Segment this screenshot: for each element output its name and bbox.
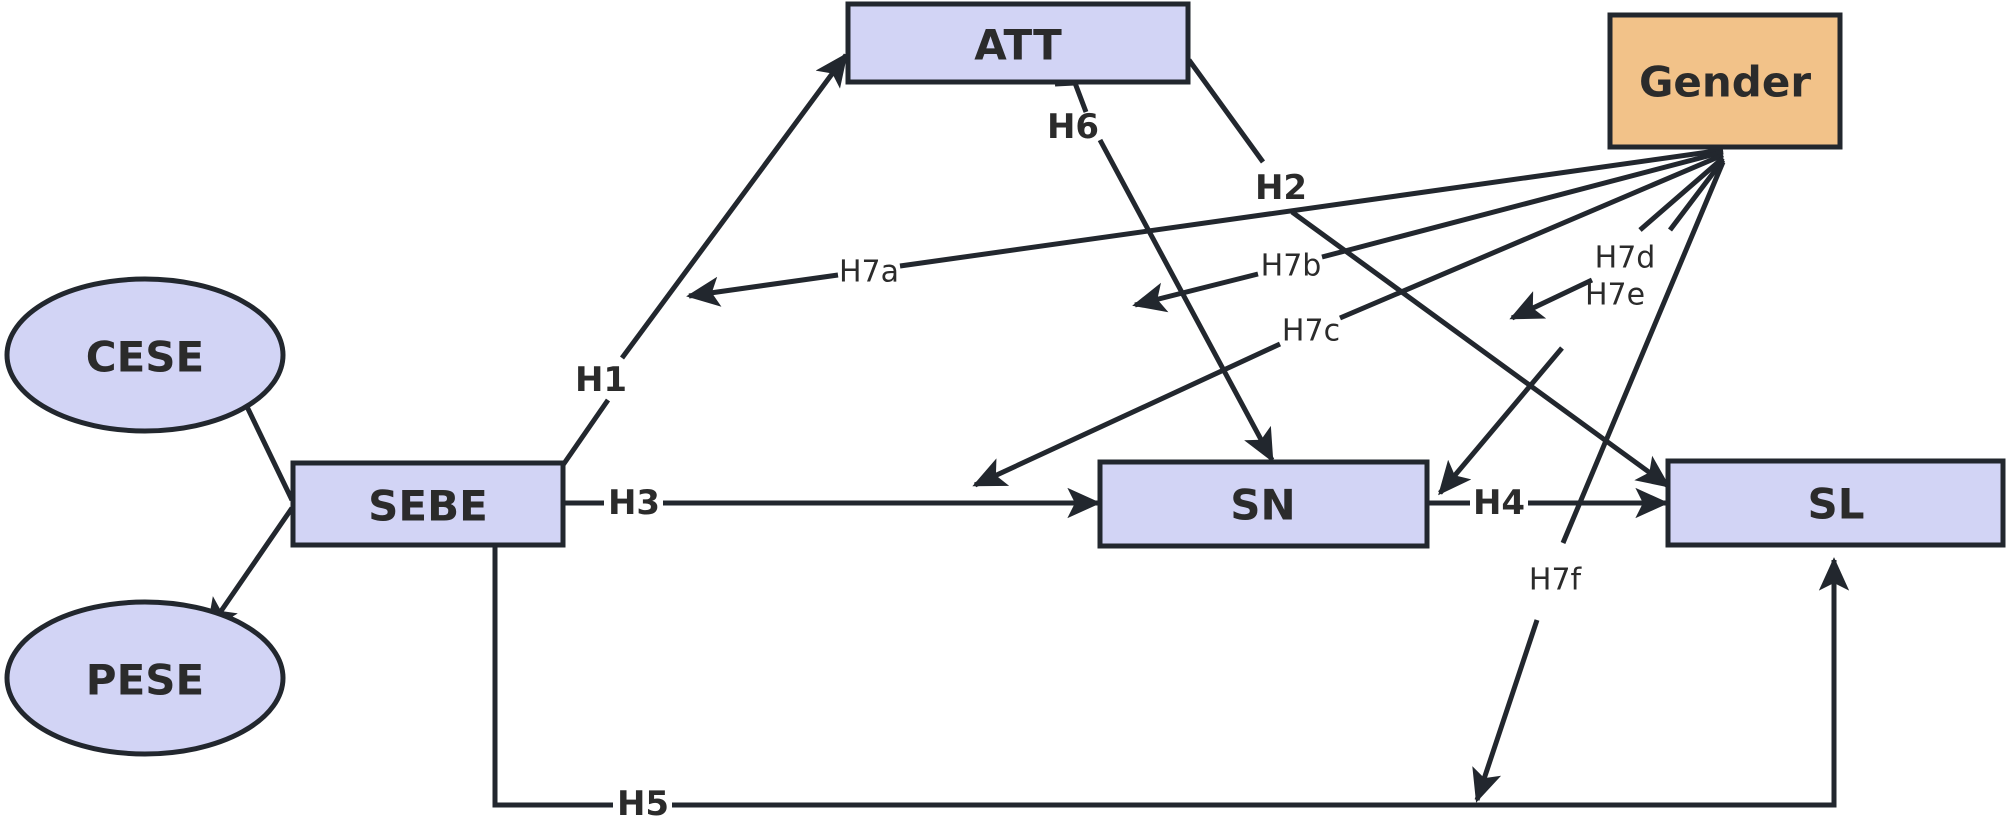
edge-h7f: H7f xyxy=(1472,161,1726,803)
edge-label-h6: H6 xyxy=(1047,107,1099,147)
edge-sebe-pese xyxy=(205,506,295,633)
node-cese-shape[interactable] xyxy=(4,276,286,434)
node-att-shape[interactable] xyxy=(845,1,1191,85)
edge-sebe-pese-line xyxy=(205,506,295,633)
edge-h7f-segment-lower xyxy=(1472,619,1540,803)
node-sl-label: SL xyxy=(1807,480,1864,529)
edge-label-h3: H3 xyxy=(608,483,660,523)
edge-h7e: H7e xyxy=(1438,158,1725,496)
node-sebe-label: SEBE xyxy=(368,482,488,531)
node-sebe[interactable]: SEBE xyxy=(290,460,566,548)
edge-h7d-segment-lower xyxy=(1509,277,1594,321)
node-att[interactable]: ATT xyxy=(845,1,1191,85)
node-sebe-shape[interactable] xyxy=(290,460,566,548)
edge-h6: H6 xyxy=(1047,80,1275,463)
edge-h7d: H7d xyxy=(1509,156,1725,321)
edge-label-h4: H4 xyxy=(1473,483,1525,523)
edge-h7b: H7b xyxy=(1132,149,1724,313)
edge-label-h7f: H7f xyxy=(1529,563,1583,598)
edge-label-h2: H2 xyxy=(1255,168,1307,208)
edge-h1-segment-upper xyxy=(619,52,849,360)
edge-h1-segment-lower xyxy=(560,398,611,467)
edge-h7e-segment-upper xyxy=(1668,158,1725,232)
edge-h7c-segment-right xyxy=(1339,152,1724,321)
node-gender-shape[interactable] xyxy=(1607,12,1843,150)
node-sn-label: SN xyxy=(1230,481,1295,530)
node-att-label: ATT xyxy=(974,21,1062,70)
node-sl[interactable]: SL xyxy=(1665,458,2006,548)
node-pese[interactable]: PESE xyxy=(4,599,286,757)
edge-label-h5: H5 xyxy=(617,784,669,819)
edge-label-h1: H1 xyxy=(575,360,627,400)
edge-label-h7b: H7b xyxy=(1261,249,1322,284)
node-cese-label: CESE xyxy=(86,333,204,382)
edge-h4: H4 xyxy=(1427,483,1669,523)
edge-label-h7c: H7c xyxy=(1282,314,1340,349)
node-gender-label: Gender xyxy=(1639,58,1811,107)
node-sl-shape[interactable] xyxy=(1665,458,2006,548)
edge-h7a-segment-left xyxy=(686,272,839,307)
edge-h7e-segment-lower xyxy=(1438,346,1564,496)
edge-label-h7a: H7a xyxy=(839,255,899,290)
edge-h2-segment-upper xyxy=(1186,58,1266,164)
edge-h7c-segment-left xyxy=(972,341,1282,488)
edge-h7b-segment-right xyxy=(1321,149,1724,260)
edge-h5-segment-left xyxy=(492,546,613,808)
edge-h7a: H7a xyxy=(686,147,1724,307)
node-gender[interactable]: Gender xyxy=(1607,12,1843,150)
edge-h1: H1 xyxy=(560,52,849,467)
edge-h7d-segment-upper xyxy=(1638,156,1725,232)
node-pese-shape[interactable] xyxy=(4,599,286,757)
node-cese[interactable]: CESE xyxy=(4,276,286,434)
edge-h7f-segment-upper xyxy=(1560,161,1726,544)
edge-h7b-segment-left xyxy=(1132,271,1259,313)
edge-h7c: H7c xyxy=(972,152,1724,488)
edge-h5: H5 xyxy=(492,546,1850,819)
node-sn[interactable]: SN xyxy=(1097,459,1430,549)
edge-label-h7e: H7e xyxy=(1585,278,1645,313)
edge-h3: H3 xyxy=(563,483,1101,523)
edge-h5-segment-right xyxy=(672,557,1850,808)
node-sn-shape[interactable] xyxy=(1097,459,1430,549)
edge-h6-segment-lower xyxy=(1097,138,1275,463)
edge-h7a-segment-right xyxy=(899,147,1724,269)
edge-label-h7d: H7d xyxy=(1595,241,1656,276)
node-pese-label: PESE xyxy=(86,656,204,705)
